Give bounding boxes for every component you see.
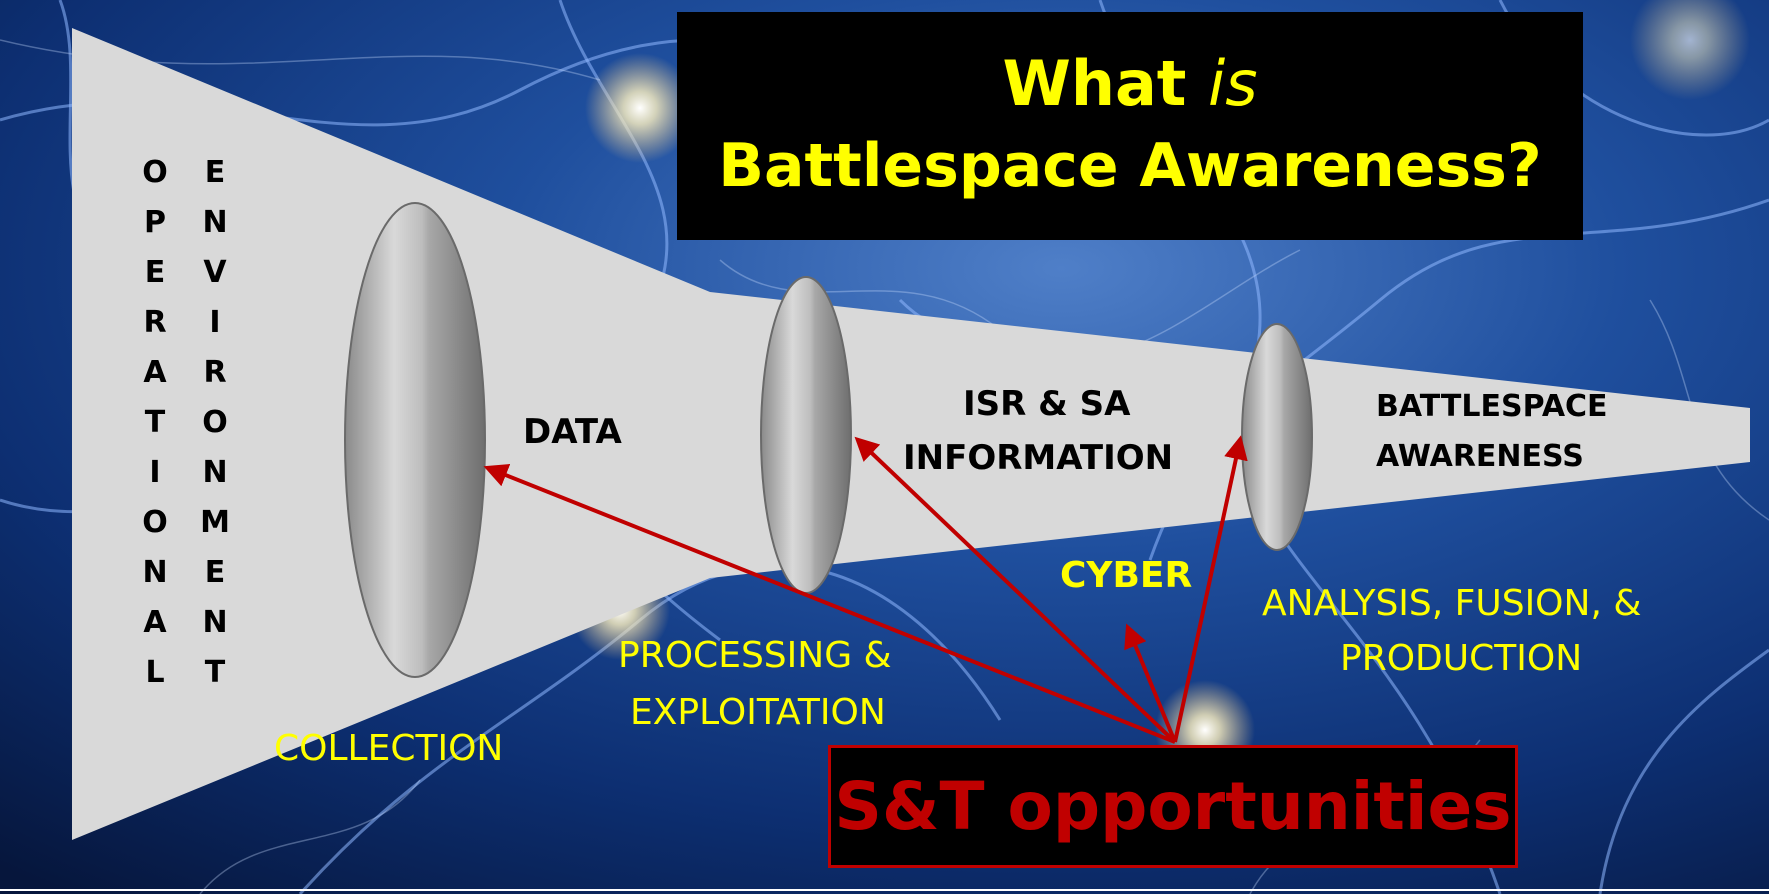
title-prefix: What (1002, 47, 1209, 120)
glow-1 (585, 53, 695, 163)
environment-letter: M (200, 505, 230, 540)
glow-4 (1630, 0, 1750, 100)
arrow-to-processing (854, 436, 1177, 744)
environment-letter: I (209, 305, 221, 340)
title-box: What is Battlespace Awareness? (677, 12, 1583, 240)
environment-letter: O (202, 405, 228, 440)
battlespace-awareness-line-2: AWARENESS (1376, 439, 1584, 474)
operational-letter: A (143, 605, 167, 640)
environment-letter: N (202, 205, 228, 240)
operational-letter: I (149, 455, 161, 490)
environment-letter: T (204, 655, 226, 690)
arrow-to-cyber (1124, 623, 1177, 743)
processing-label-line-1: PROCESSING & (618, 635, 892, 676)
environment-letter: E (204, 555, 226, 590)
operational-letter: L (145, 655, 165, 690)
analysis-lens (1241, 323, 1313, 551)
analysis-label-line-2: PRODUCTION (1340, 638, 1583, 679)
isr-label-line-2: INFORMATION (903, 438, 1174, 478)
title-line-2: Battlespace Awareness? (718, 131, 1542, 201)
title-line-1: What is (1002, 44, 1257, 124)
environment-letter: E (204, 155, 226, 190)
arrow-to-collection (483, 463, 1176, 744)
processing-lens (760, 276, 852, 594)
operational-letter: R (143, 305, 167, 340)
cyber-label: CYBER (1060, 555, 1193, 596)
isr-label-line-1: ISR & SA (963, 384, 1131, 424)
st-opportunities-box: S&T opportunities (828, 745, 1518, 868)
environment-letter: V (203, 255, 227, 290)
operational-letter: E (144, 255, 166, 290)
operational-letter: A (143, 355, 167, 390)
battlespace-awareness-line-1: BATTLESPACE (1376, 389, 1608, 424)
title-emphasis: is (1208, 47, 1258, 120)
operational-letter: O (142, 505, 168, 540)
opportunity-arrows (483, 435, 1248, 744)
collection-lens (344, 202, 486, 678)
environment-letter: N (202, 605, 228, 640)
st-opportunities-label: S&T opportunities (834, 768, 1512, 845)
operational-letter: T (144, 405, 166, 440)
environment-letter: R (203, 355, 227, 390)
data-label: DATA (523, 412, 622, 452)
operational-letter: O (142, 155, 168, 190)
funnel (72, 28, 1750, 840)
operational-letter: N (142, 555, 168, 590)
collection-label: COLLECTION (274, 728, 504, 769)
processing-label-line-2: EXPLOITATION (630, 692, 886, 733)
arrow-to-analysis (1173, 435, 1248, 743)
analysis-label-line-1: ANALYSIS, FUSION, & (1262, 583, 1642, 624)
operational-letter: P (144, 205, 166, 240)
environment-letter: N (202, 455, 228, 490)
